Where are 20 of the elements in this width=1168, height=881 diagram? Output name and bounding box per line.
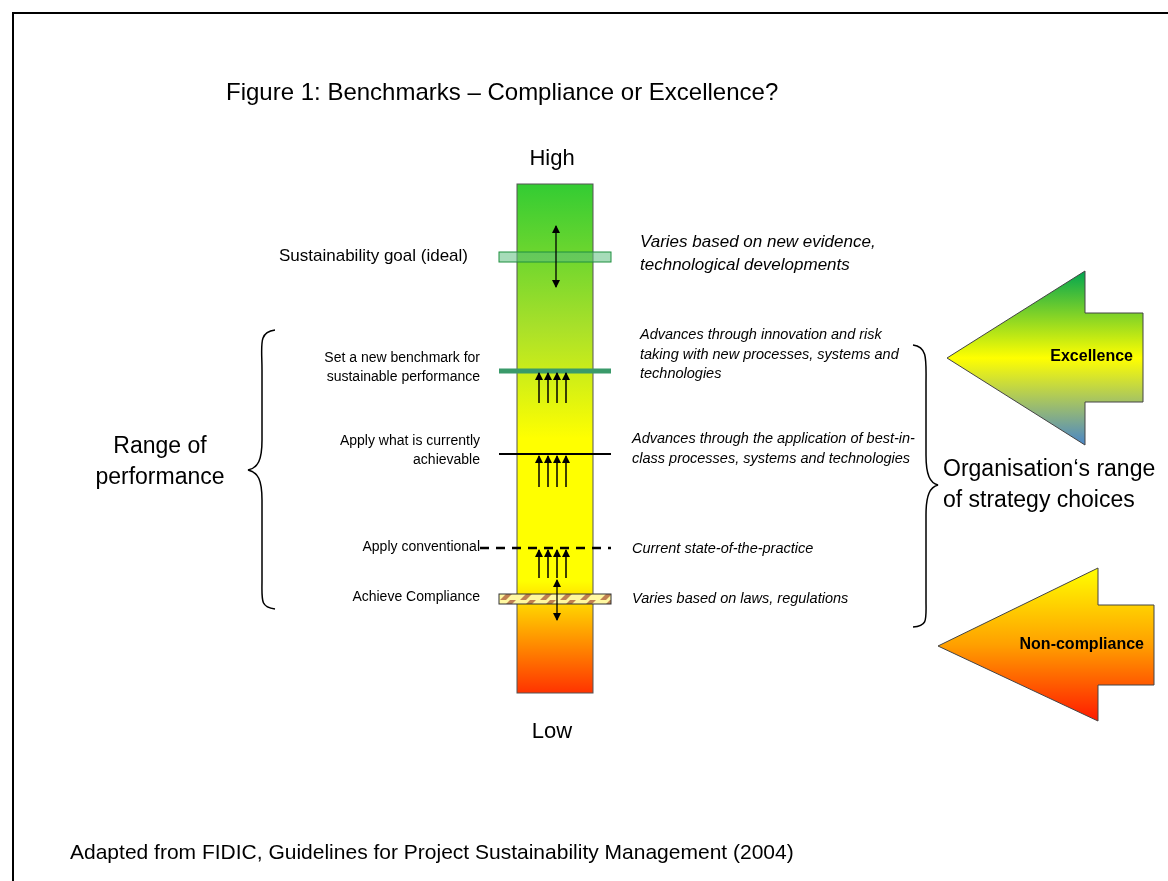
brace-label: Organisation‘s range of strategy choices	[943, 454, 1157, 515]
left-arrow-shape	[937, 567, 1156, 722]
description-text: Current state-of-the-practice	[632, 539, 815, 558]
scale-end-label: Low	[530, 717, 574, 745]
figure-title: Figure 1: Benchmarks – Compliance or Excellence?	[226, 77, 779, 107]
description-text: Varies based on new evidence, technological developments	[640, 231, 877, 276]
scale-end-label: High	[528, 144, 576, 172]
brace-label: Range of performance	[94, 431, 226, 492]
left-arrow-shape	[946, 270, 1145, 446]
benchmark-label: Apply conventional	[361, 537, 480, 556]
source-caption: Adapted from FIDIC, Guidelines for Project Sustainability Management (2004)	[70, 839, 794, 865]
benchmark-label: Set a new benchmark for sustainable performance	[323, 348, 480, 386]
description-text: Varies based on laws, regulations	[632, 589, 850, 608]
description-text: Advances through innovation and risk taking with new processes, systems and technologies	[640, 325, 900, 384]
benchmark-label: Sustainability goal (ideal)	[278, 245, 468, 267]
benchmark-label: Achieve Compliance	[351, 587, 480, 606]
description-text: Advances through the application of best-in-class processes, systems and technologies	[632, 429, 916, 468]
arrow-label: Excellence	[1050, 347, 1133, 365]
arrow-label: Non-compliance	[1019, 635, 1144, 653]
benchmark-label: Apply what is currently achievable	[338, 431, 480, 469]
